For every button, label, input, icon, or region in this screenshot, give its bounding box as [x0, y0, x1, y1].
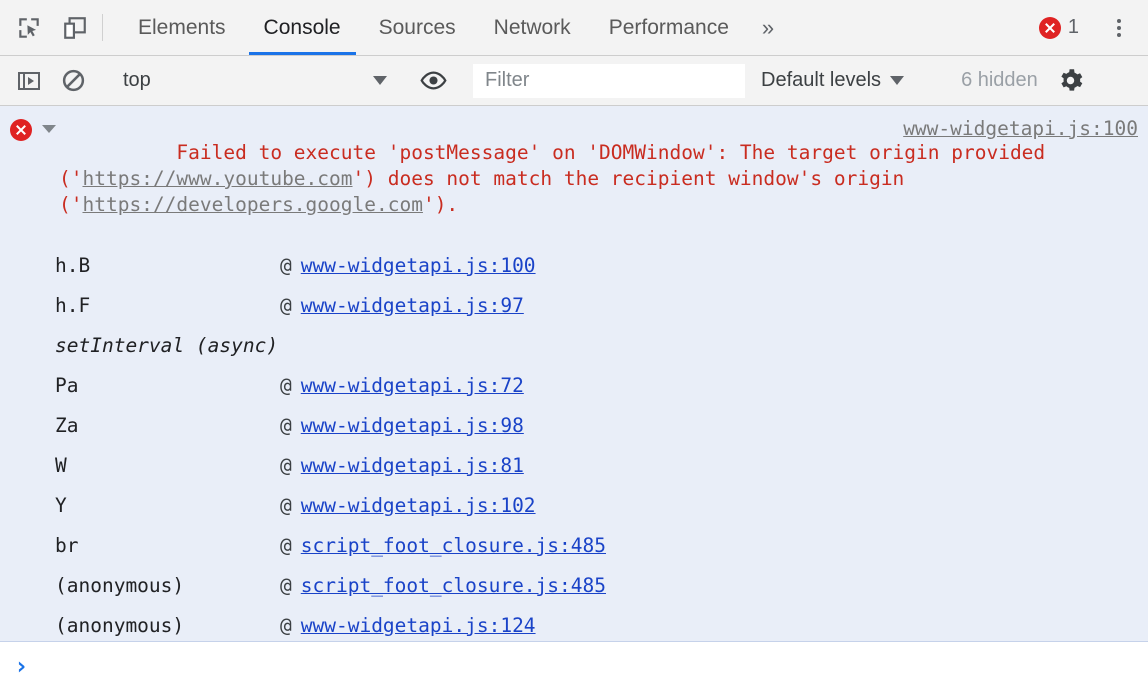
devtools-tab-bar: Elements Console Sources Network Perform…: [0, 0, 1148, 56]
tab-sources[interactable]: Sources: [378, 15, 456, 39]
stack-frame-link[interactable]: www-widgetapi.js:98: [300, 414, 524, 437]
stack-frame-link[interactable]: www-widgetapi.js:97: [300, 294, 524, 317]
execution-context-value: top: [123, 69, 151, 91]
error-text-part: ') does not match the recipient window's…: [59, 167, 917, 216]
clear-console-icon[interactable]: [58, 66, 88, 96]
stack-trace: h.B @ www-widgetapi.js:100 h.F @ www-wid…: [0, 246, 1148, 641]
more-tabs-button[interactable]: »: [761, 14, 775, 40]
tab-console[interactable]: Console: [245, 0, 360, 55]
error-icon: [10, 119, 32, 141]
stack-frame-async-marker: setInterval (async): [0, 326, 1148, 366]
tab-performance[interactable]: Performance: [608, 15, 729, 39]
toolbar-divider: [102, 14, 103, 41]
stack-frame-function: Pa: [55, 374, 79, 397]
console-prompt-input[interactable]: [28, 642, 1148, 690]
stack-frame-function: (anonymous): [55, 574, 185, 597]
stack-frame: W @ www-widgetapi.js:81: [0, 446, 1148, 486]
stack-frame-link[interactable]: script_foot_closure.js:485: [300, 574, 606, 597]
stack-frame-function: setInterval (async): [55, 334, 279, 357]
error-text-part: ').: [422, 193, 459, 216]
error-count-value: 1: [1067, 16, 1079, 38]
stack-frame-link[interactable]: www-widgetapi.js:102: [300, 494, 536, 517]
stack-frame-at: @: [280, 254, 292, 277]
toolbar-right: 1: [1038, 0, 1148, 55]
console-filter-bar: top Filter Default levels 6 hidden: [0, 56, 1148, 106]
stack-frame: Za @ www-widgetapi.js:98: [0, 406, 1148, 446]
console-messages-area[interactable]: Failed to execute 'postMessage' on 'DOMW…: [0, 106, 1148, 641]
log-levels-label: Default levels: [761, 69, 882, 91]
stack-frame: (anonymous) @ script_foot_closure.js:485: [0, 566, 1148, 606]
error-origin-url[interactable]: https://developers.google.com: [82, 193, 423, 216]
stack-frame-at: @: [280, 614, 292, 637]
error-source-link[interactable]: www-widgetapi.js:100: [903, 117, 1138, 140]
stack-frame-at: @: [280, 454, 292, 477]
live-expression-eye-icon[interactable]: [418, 66, 448, 96]
stack-frame-at: @: [280, 534, 292, 557]
chevron-down-icon: [373, 76, 387, 85]
stack-frame-link[interactable]: www-widgetapi.js:124: [300, 614, 536, 637]
toolbar-left-icons: [0, 0, 90, 55]
inspect-element-icon[interactable]: [14, 13, 44, 43]
stack-frame: (anonymous) @ www-widgetapi.js:124: [0, 606, 1148, 641]
stack-frame-function: br: [55, 534, 79, 557]
stack-frame-function: h.F: [55, 294, 91, 317]
tab-network[interactable]: Network: [493, 15, 571, 39]
prompt-chevron-icon: ›: [14, 652, 29, 680]
stack-frame-link[interactable]: script_foot_closure.js:485: [300, 534, 606, 557]
stack-frame: h.F @ www-widgetapi.js:97: [0, 286, 1148, 326]
gear-icon[interactable]: [1054, 64, 1088, 98]
filter-input[interactable]: Filter: [473, 63, 745, 98]
stack-frame-link[interactable]: www-widgetapi.js:100: [300, 254, 536, 277]
stack-frame-function: (anonymous): [55, 614, 185, 637]
stack-frame-at: @: [280, 294, 292, 317]
error-count-badge[interactable]: 1: [1038, 16, 1091, 39]
log-levels-selector[interactable]: Default levels: [745, 69, 920, 92]
panel-tabs: Elements Console Sources Network Perform…: [119, 0, 788, 55]
console-prompt-row[interactable]: ›: [0, 641, 1148, 690]
stack-frame: Y @ www-widgetapi.js:102: [0, 486, 1148, 526]
device-toolbar-icon[interactable]: [60, 13, 90, 43]
more-options-icon[interactable]: [1102, 11, 1136, 45]
kebab-dot: [1117, 32, 1121, 37]
tab-elements[interactable]: Elements: [138, 15, 226, 39]
console-error-message[interactable]: Failed to execute 'postMessage' on 'DOMW…: [0, 106, 1148, 641]
chevron-down-icon: [890, 76, 905, 85]
error-text-part: Failed to execute 'postMessage' on 'DOMW…: [59, 141, 1057, 190]
hidden-messages-count: 6 hidden: [961, 69, 1038, 91]
stack-frame-at: @: [280, 574, 292, 597]
execution-context-selector[interactable]: top: [113, 69, 393, 92]
stack-frame-at: @: [280, 414, 292, 437]
stack-frame-function: Y: [55, 494, 67, 517]
error-message-text: Failed to execute 'postMessage' on 'DOMW…: [59, 114, 1138, 244]
stack-frame-at: @: [280, 374, 292, 397]
kebab-dot: [1117, 25, 1121, 30]
stack-frame: Pa @ www-widgetapi.js:72: [0, 366, 1148, 406]
chevron-down-icon[interactable]: [42, 125, 56, 133]
stack-frame: h.B @ www-widgetapi.js:100: [0, 246, 1148, 286]
console-sidebar-toggle-icon[interactable]: [14, 66, 44, 96]
stack-frame: br @ script_foot_closure.js:485: [0, 526, 1148, 566]
stack-frame-function: Za: [55, 414, 79, 437]
stack-frame-function: h.B: [55, 254, 91, 277]
kebab-dot: [1117, 18, 1121, 23]
error-circle-icon: [1038, 16, 1061, 39]
stack-frame-link[interactable]: www-widgetapi.js:72: [300, 374, 524, 397]
error-message-header: Failed to execute 'postMessage' on 'DOMW…: [0, 106, 1148, 246]
error-origin-url[interactable]: https://www.youtube.com: [82, 167, 353, 190]
stack-frame-at: @: [280, 494, 292, 517]
stack-frame-link[interactable]: www-widgetapi.js:81: [300, 454, 524, 477]
stack-frame-function: W: [55, 454, 67, 477]
